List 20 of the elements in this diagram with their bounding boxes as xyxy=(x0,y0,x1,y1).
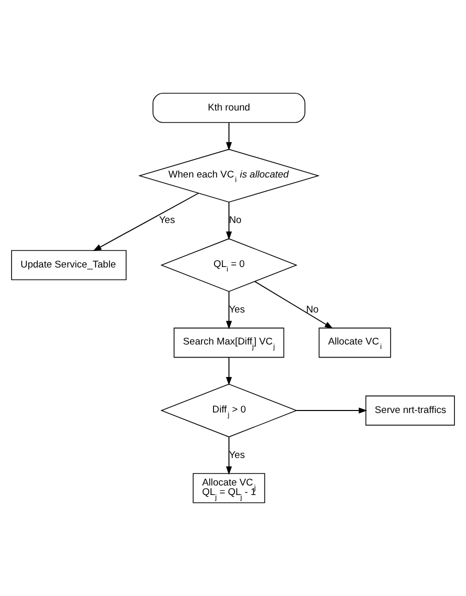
edge-label: No xyxy=(228,214,242,226)
arrow xyxy=(92,192,199,252)
node-box: Allocate VC$_{i}$ xyxy=(318,328,392,358)
node-diamond: QL$_{i}$ = 0 xyxy=(160,238,298,292)
node-box: Update Service_Table xyxy=(11,250,127,280)
node-box: Kth round xyxy=(152,92,306,123)
arrow xyxy=(226,436,232,475)
edge-label: Yes xyxy=(159,214,175,226)
arrow xyxy=(226,291,232,330)
arrow xyxy=(296,408,368,414)
node-box: Allocate VC$_{j}$ QL$_{j}$ = QL$_{j}$ - 1 xyxy=(192,473,266,504)
arrow xyxy=(226,357,232,386)
arrow xyxy=(226,122,232,151)
edge-label: No xyxy=(306,304,319,316)
node-box: Search Max[Diff$_{j}$] VC$_{j}$ xyxy=(174,328,284,358)
arrow xyxy=(254,280,334,329)
node-diamond: When each VC$_{i}$ is allocated xyxy=(138,148,320,203)
node-box: Serve nrt-traffics xyxy=(365,396,455,426)
arrow xyxy=(226,202,232,240)
node-diamond: Diff$_{j}$ > 0 xyxy=(160,384,298,438)
